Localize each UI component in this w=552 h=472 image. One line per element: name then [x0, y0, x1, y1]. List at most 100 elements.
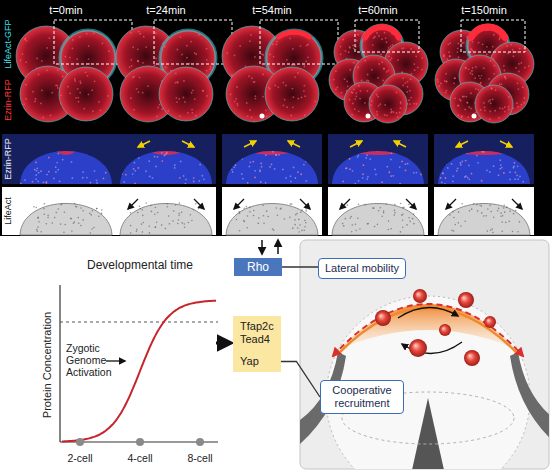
speckle: [154, 226, 156, 228]
cell-dome: [226, 151, 318, 184]
speckle: [390, 109, 392, 111]
speckle: [484, 109, 486, 111]
speckle: [405, 163, 407, 165]
speckle: [517, 178, 519, 180]
speckle: [56, 212, 58, 214]
speckle: [205, 163, 207, 165]
zoom-box: [355, 20, 419, 52]
time-label: t=0min: [49, 4, 82, 17]
speckle: [333, 79, 335, 81]
speckle: [47, 217, 49, 219]
speckle: [518, 157, 520, 159]
speckle: [195, 53, 197, 55]
speckle: [38, 221, 40, 223]
speckle: [454, 224, 456, 226]
speckle: [304, 226, 306, 228]
speckle: [384, 32, 386, 34]
speckle: [269, 54, 271, 56]
speckle: [282, 169, 284, 171]
flow-arrow: [138, 141, 150, 147]
speckle: [377, 77, 379, 79]
speckle: [94, 80, 96, 82]
speckle: [305, 208, 307, 210]
speckle: [155, 207, 157, 209]
speckle: [401, 161, 403, 163]
speckle: [500, 164, 502, 166]
embryo-image: [329, 20, 428, 123]
speckle: [64, 224, 66, 226]
speckle: [132, 46, 134, 48]
speckle: [470, 92, 472, 94]
speckle: [441, 144, 443, 146]
speckle: [56, 143, 58, 145]
node-text: Tfap2c: [240, 320, 274, 333]
speckle: [93, 32, 95, 34]
zoom-box: [260, 20, 338, 64]
speckle: [447, 44, 449, 46]
speckle: [249, 109, 251, 111]
speckle: [155, 32, 157, 34]
speckle: [156, 116, 158, 118]
speckle: [292, 88, 294, 90]
g-shape: [331, 137, 423, 185]
speckle: [354, 183, 356, 185]
speckle: [483, 102, 485, 104]
cell-dome: [332, 151, 424, 184]
speckle: [132, 76, 134, 78]
speckle: [446, 90, 448, 92]
tick-label: 2-cell: [67, 452, 92, 464]
speckle: [236, 103, 238, 105]
speckle: [344, 78, 346, 80]
channel-label: LifeAct-GFP: [3, 19, 13, 68]
speckle: [301, 97, 303, 99]
speckle: [28, 154, 30, 156]
speckle: [383, 210, 385, 212]
speckle: [46, 174, 48, 176]
speckle: [69, 92, 71, 94]
speckle: [355, 95, 357, 97]
speckle: [367, 223, 369, 225]
speckle: [305, 60, 307, 62]
speckle: [179, 202, 181, 204]
speckle: [253, 210, 255, 212]
g-shape: [440, 137, 528, 185]
speckle: [453, 230, 455, 232]
speckle: [349, 217, 351, 219]
speckle: [46, 181, 48, 183]
speckle: [488, 101, 490, 103]
speckle: [303, 85, 305, 87]
speckle: [463, 42, 465, 44]
speckle: [446, 81, 448, 83]
speckle: [344, 150, 346, 152]
speckle: [77, 97, 79, 99]
speckle: [71, 230, 73, 232]
speckle: [405, 82, 407, 84]
speckle: [80, 207, 82, 209]
speckle: [490, 229, 492, 231]
speckle: [286, 106, 288, 108]
speckle: [388, 56, 390, 58]
speckle: [125, 160, 127, 162]
speckle: [290, 181, 292, 183]
speckle: [239, 45, 241, 47]
speckle: [241, 173, 243, 175]
speckle: [183, 97, 185, 99]
speckle: [167, 206, 169, 208]
g-shape: [227, 137, 318, 184]
speckle: [241, 146, 243, 148]
speckle: [409, 221, 411, 223]
speckle: [402, 77, 404, 79]
speckle: [239, 230, 241, 232]
speckle: [181, 222, 183, 224]
speckle: [503, 70, 505, 72]
speckle: [25, 38, 27, 40]
flow-arrow: [216, 342, 231, 345]
speckle: [410, 142, 412, 144]
speckle: [504, 111, 506, 113]
speckle: [359, 98, 361, 100]
ezrin-strip: [2, 134, 116, 184]
speckle: [75, 97, 77, 99]
speckle: [493, 216, 495, 218]
speckle: [472, 67, 474, 69]
speckle: [266, 210, 268, 212]
